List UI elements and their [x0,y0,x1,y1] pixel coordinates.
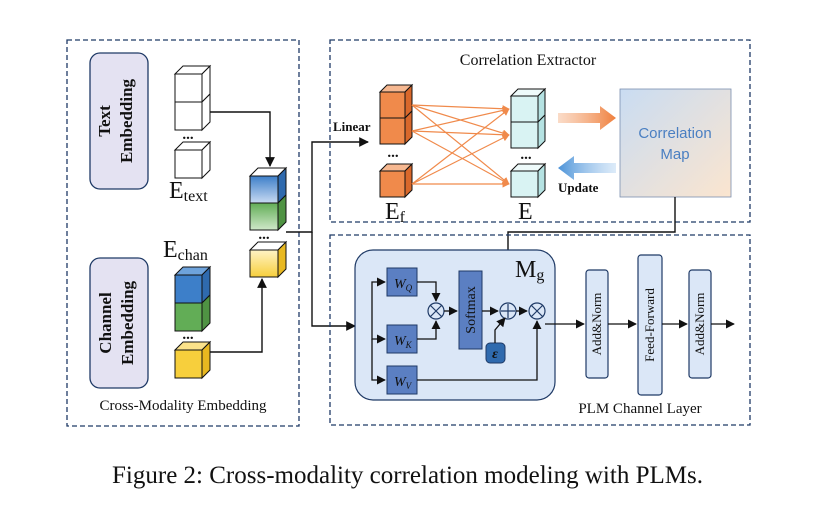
text-cube-1 [173,64,212,104]
wq-label: WQ [394,277,413,293]
wk-box [386,324,418,354]
channel-embedding-label-line2: Embedding [118,280,137,365]
to-map-arrow [558,106,616,130]
wq-box [386,267,418,297]
e-chan-sub: chan [178,247,208,264]
softmax-label: Softmax [464,286,479,333]
embedding-panel-title: Cross-Modality Embedding [99,398,267,414]
e-cube-1 [509,87,547,124]
mg-sub: g [536,267,544,284]
conn-3-2 [411,134,510,185]
channel-embedding-cubes [173,265,212,380]
channel-cube-green [174,293,211,333]
channel-to-concat-arrow [210,278,267,353]
channel-embedding-pill [89,257,149,389]
e-cube-3 [509,162,547,199]
conn-2-2 [411,130,510,139]
extractor-panel-title: Correlation Extractor [460,52,597,69]
channel-cube-blue [173,265,212,305]
text-to-concat-arrow [210,111,275,167]
concat-cubes-ellipsis: ... [258,227,270,243]
ef-main: E [385,199,400,225]
text-embedding-pill [89,52,149,190]
conn-1-3 [411,104,510,185]
wk-sub: K [405,340,413,350]
conn-2-3 [411,130,510,185]
concat-cube-3 [248,240,288,279]
wq-main: W [394,277,407,292]
e-cubes [509,87,547,199]
correlation-map [619,88,732,198]
concat-to-plm-arrow [311,232,356,331]
ef-label: Ef [385,199,406,226]
wk-main: W [394,334,407,349]
conn-3-1 [411,108,510,185]
wv-label: WV [394,375,413,391]
text-cube-3 [173,140,212,180]
figure-caption: Figure 2: Cross-modality correlation mod… [112,462,703,489]
correlation-map-line2: Map [660,146,689,163]
conn-2-1 [411,106,510,132]
wk-to-mult [417,320,441,340]
wk-label: WK [394,334,413,350]
wq-to-mult [417,281,441,302]
plm-panel-border [329,234,751,426]
ef-cube-1 [378,83,414,120]
extractor-panel-border [329,39,751,223]
channel-cube-yellow [173,340,212,380]
mg-label: Mg [515,257,544,284]
e-cubes-ellipsis: ... [520,147,532,163]
concatenated-cubes [248,166,288,279]
ef-cubes-ellipsis: ... [387,145,399,161]
input-to-wq [371,277,386,326]
concat-to-linear-arrow [286,137,369,233]
wv-to-mult [417,320,542,381]
plm-panel-title: PLM Channel Layer [578,401,701,417]
correlation-map-line1: Correlation [638,125,711,142]
e-chan-label: Echan [163,237,208,264]
softmax-box [458,270,483,350]
embedding-panel-border [66,39,300,427]
ef-cubes [378,83,414,199]
feed-forward-box [637,254,663,396]
update-label: Update [558,180,599,195]
multiply-op-2-sign [530,304,544,318]
input-to-wv [371,339,386,385]
ef-cube-3 [378,162,414,199]
e-chan-main: E [163,237,178,263]
channel-embedding-label-line1: Channel [96,292,115,354]
channel-cubes-ellipsis: ... [182,327,194,343]
text-embedding-cubes [173,64,212,180]
e-text-label: Etext [169,178,208,205]
multiply-op-1-sign [429,304,443,318]
epsilon-to-plus [494,317,506,343]
concat-cube-1 [248,166,288,205]
update-arrow [558,156,616,180]
text-embedding-label-line1: Text [95,105,114,137]
add-norm-1-label: Add&Norm [589,293,604,356]
ef-sub: f [400,209,406,226]
mg-main: M [515,257,536,283]
text-cube-2 [174,92,211,132]
text-embedding-label-line2: Embedding [117,78,136,163]
linear-label: Linear [333,119,371,134]
e-cube-2 [510,113,546,150]
ef-cube-2 [379,109,413,146]
e-label: E [518,199,533,225]
text-cubes-ellipsis: ... [182,127,194,143]
conn-1-1 [411,104,510,113]
wq-sub: Q [406,283,413,293]
feed-forward-label: Feed-Forward [642,288,657,362]
add-norm-2-label: Add&Norm [692,293,707,356]
e-text-sub: text [184,188,209,205]
wv-sub: V [406,381,413,391]
wv-main: W [394,375,407,390]
e-text-main: E [169,178,184,204]
linear-connections [411,104,510,188]
add-op-sign [501,304,515,318]
epsilon-label: ε [492,347,498,362]
concat-cube-2 [249,193,287,232]
